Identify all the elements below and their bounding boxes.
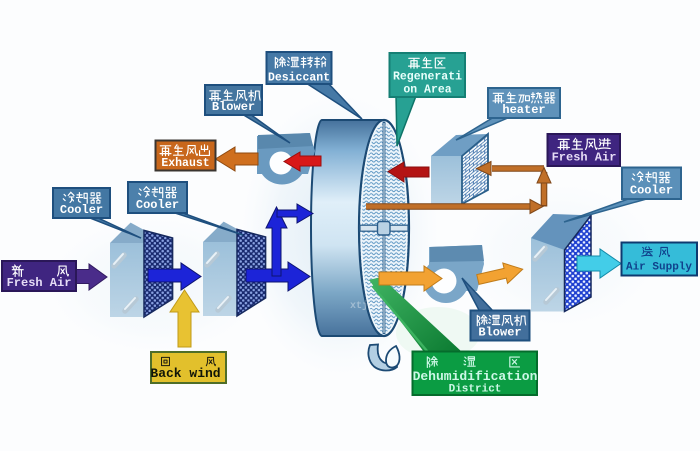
svg-text:Dehumidification: Dehumidification <box>413 369 538 384</box>
svg-text:Blower: Blower <box>212 100 255 114</box>
svg-text:Back wind: Back wind <box>150 366 220 381</box>
svg-text:Fresh Air: Fresh Air <box>552 151 617 165</box>
svg-text:Air Supply: Air Supply <box>626 262 692 274</box>
svg-text:xtjqd: xtjqd <box>350 300 380 312</box>
svg-text:Regenerati: Regenerati <box>393 71 462 84</box>
svg-text:Cooler: Cooler <box>60 203 103 217</box>
svg-text:on Area: on Area <box>403 84 451 97</box>
svg-text:Exhaust: Exhaust <box>161 157 209 170</box>
svg-text:Blower: Blower <box>478 326 521 340</box>
svg-text:heater: heater <box>502 103 545 117</box>
svg-text:Desiccant: Desiccant <box>268 72 330 85</box>
svg-text:Cooler: Cooler <box>136 198 179 212</box>
svg-text:District: District <box>449 384 502 396</box>
svg-text:Fresh Air: Fresh Air <box>7 276 72 290</box>
svg-text:Cooler: Cooler <box>630 184 673 198</box>
